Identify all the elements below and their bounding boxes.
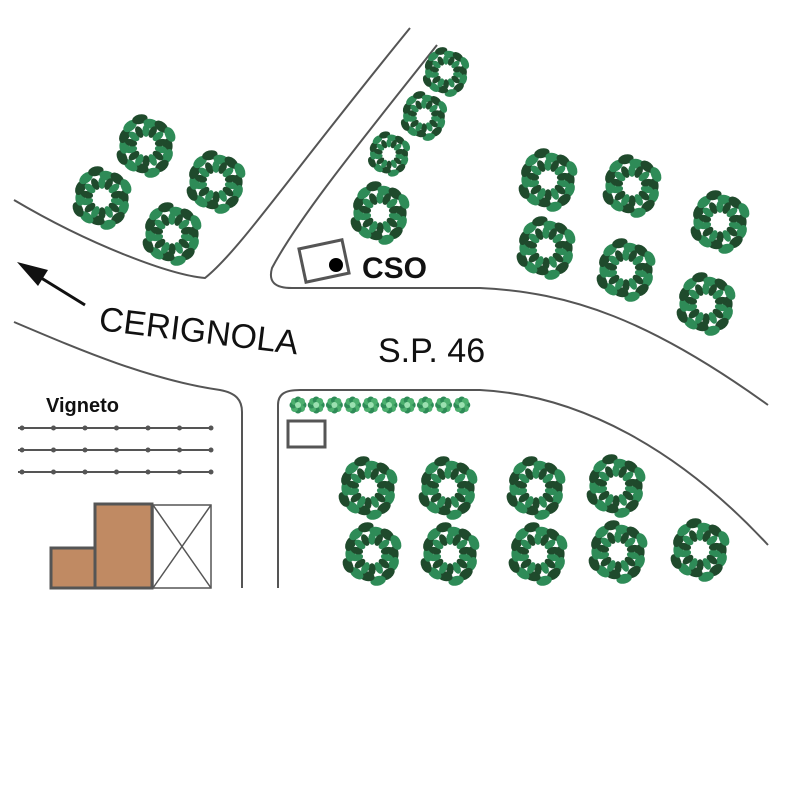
olive-tree-icon: [602, 154, 662, 218]
road-edge-south-east: [277, 389, 769, 588]
olive-tree-icon: [588, 520, 648, 584]
olive-tree-icon: [670, 518, 730, 582]
shrub-icon: [416, 396, 434, 414]
vineyard-rows: [18, 425, 214, 475]
vine-post: [177, 447, 182, 453]
olive-tree-icon: [690, 190, 750, 254]
olive-tree-icon: [116, 114, 176, 178]
olive-grove: [72, 47, 750, 586]
building-small: [49, 546, 98, 590]
vine-post: [51, 469, 56, 475]
olive-tree-icon: [676, 272, 736, 336]
vine-post: [82, 469, 88, 475]
vine-post: [177, 469, 182, 475]
building-under-construction: [152, 504, 212, 589]
monitoring-station-icon: [297, 238, 351, 284]
road-edge-upper-left: [13, 27, 411, 280]
small-structure: [286, 419, 327, 449]
road-edge-north: [270, 44, 769, 406]
olive-tree-icon: [400, 91, 448, 141]
olive-tree-icon: [367, 131, 411, 177]
road-network: [13, 27, 769, 588]
olive-tree-icon: [142, 202, 202, 266]
olive-tree-icon: [516, 216, 576, 280]
site-label: CSO: [362, 252, 427, 285]
vine-post: [145, 425, 151, 431]
vine-post: [51, 425, 56, 431]
road-edge-south-west: [13, 321, 243, 588]
shrub-icon: [398, 396, 416, 414]
vine-post: [19, 469, 25, 475]
arrow-left-up-icon: [17, 262, 86, 307]
shrub-icon: [344, 396, 362, 414]
shrub-icon: [325, 396, 343, 414]
vine-post: [82, 425, 88, 431]
olive-tree-icon: [518, 148, 578, 212]
olive-tree-icon: [422, 47, 470, 97]
olive-tree-icon: [418, 456, 478, 520]
vine-post: [114, 469, 119, 475]
vine-post: [19, 425, 25, 431]
vine-post: [145, 469, 151, 475]
olive-tree-icon: [342, 522, 402, 586]
olive-tree-icon: [596, 238, 656, 302]
vine-post: [51, 447, 56, 453]
shrub-icon: [307, 396, 325, 414]
vine-post: [145, 447, 151, 453]
buildings: [49, 502, 212, 590]
olive-tree-icon: [420, 522, 480, 586]
shrub-icon: [435, 396, 453, 414]
vine-post: [208, 469, 214, 475]
vine-post: [208, 447, 214, 453]
destination-label: CERIGNOLA: [97, 300, 301, 362]
vine-post: [114, 447, 119, 453]
shrub-icon: [453, 396, 471, 414]
olive-tree-icon: [508, 522, 568, 586]
olive-tree-icon: [186, 150, 246, 214]
olive-tree-icon: [350, 181, 410, 245]
vineyard-label: Vigneto: [46, 395, 119, 417]
shrub-icon: [289, 396, 307, 414]
olive-tree-icon: [586, 454, 646, 518]
shrub-icon: [362, 396, 380, 414]
vine-post: [177, 425, 182, 431]
olive-tree-icon: [506, 456, 566, 520]
vine-post: [114, 425, 119, 431]
olive-tree-icon: [338, 456, 398, 520]
shrub-icon: [380, 396, 398, 414]
olive-tree-icon: [72, 166, 132, 230]
road-name-label: S.P. 46: [378, 332, 485, 370]
vine-post: [82, 447, 88, 453]
building-large: [93, 502, 154, 590]
hedge-row: [289, 396, 471, 414]
vine-post: [208, 425, 214, 431]
vine-post: [19, 447, 25, 453]
